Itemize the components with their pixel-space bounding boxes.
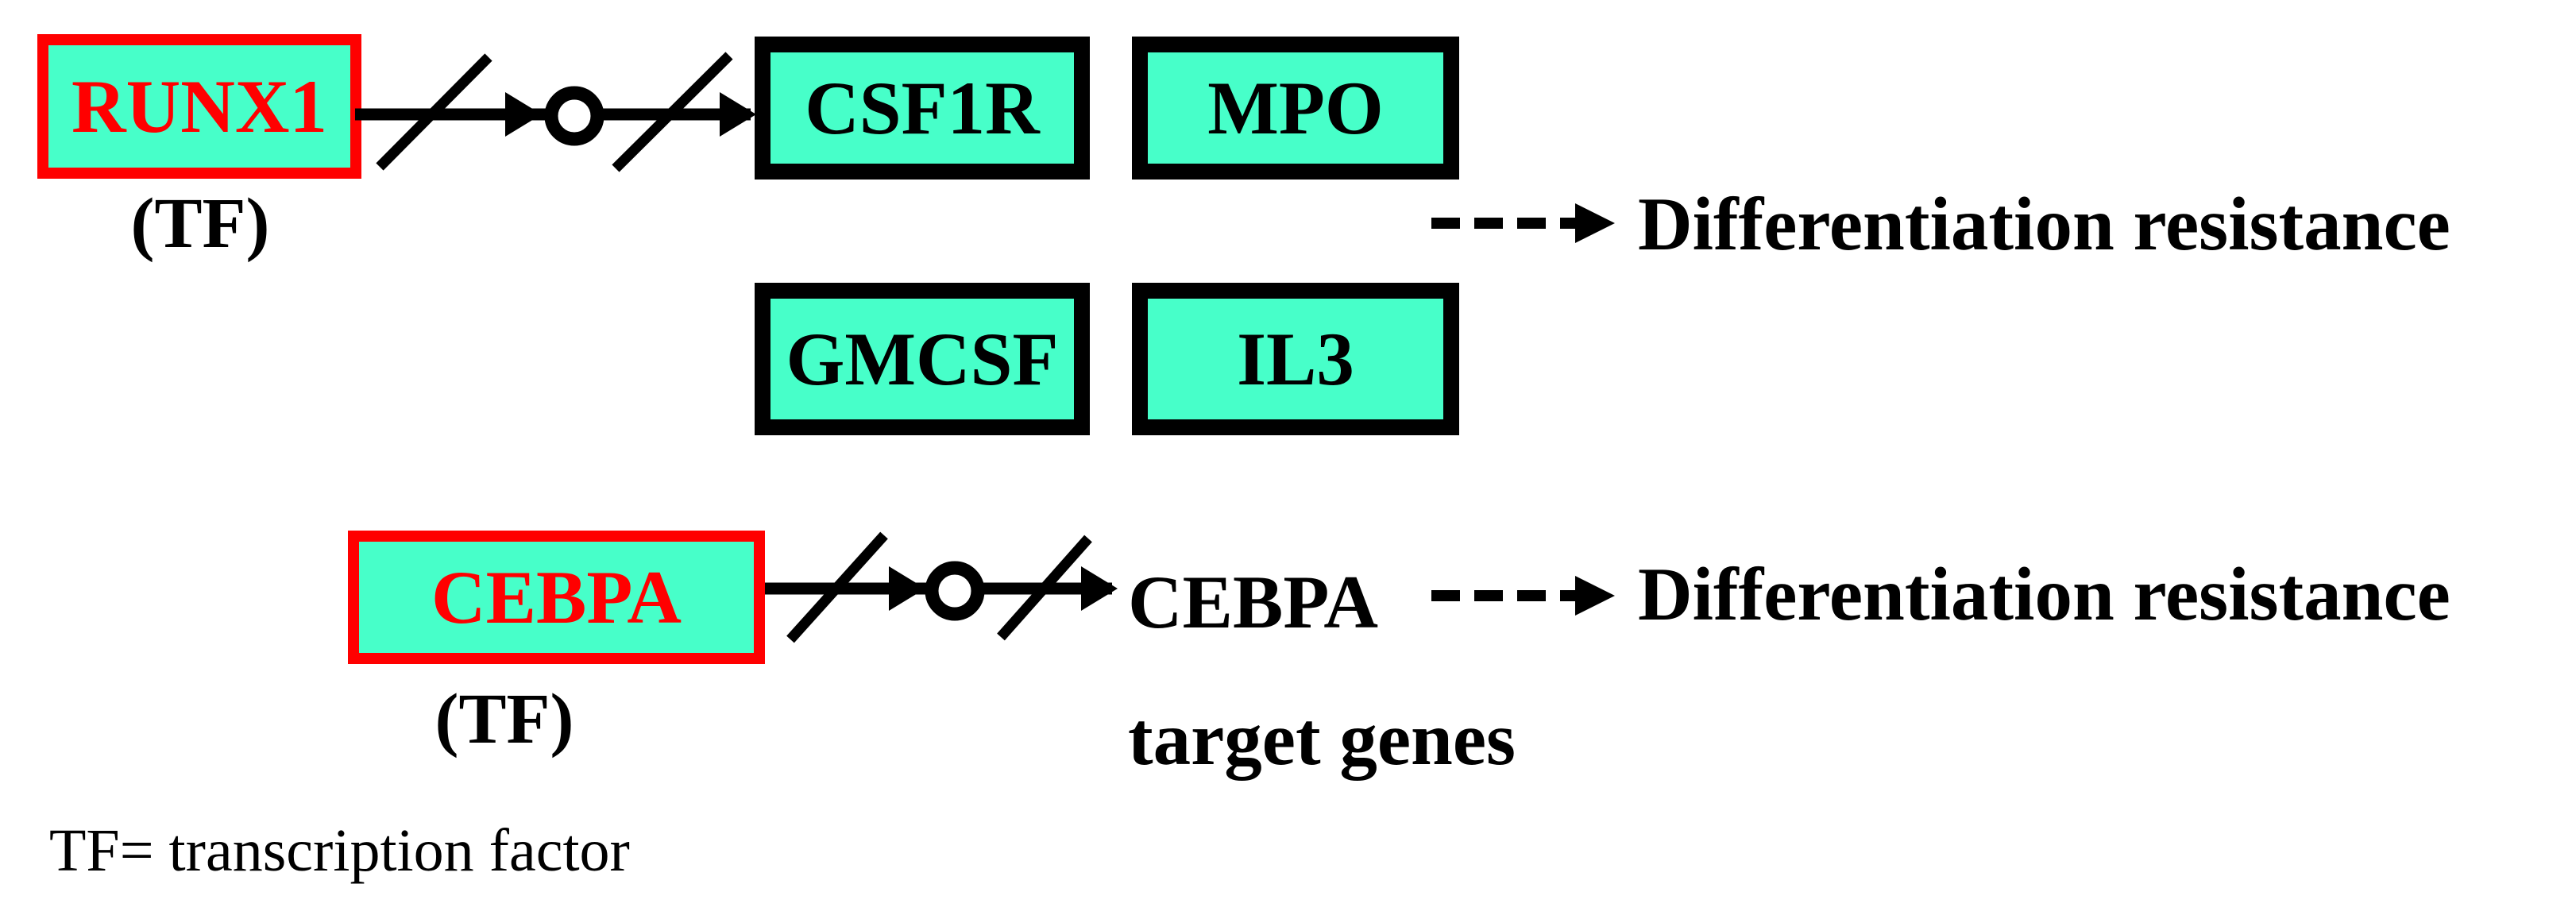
node-csf1r-label: CSF1R [805,66,1040,150]
legend-text: TF= transcription factor [49,817,630,884]
node-runx1-label: RUNX1 [71,64,327,149]
node-csf1r: CSF1R [755,37,1090,180]
node-gmcsf-label: GMCSF [786,317,1059,401]
blocked-arrow-icon-runx1 [355,52,756,172]
node-cebpa: CEBPA [348,531,765,664]
node-cebpa-label: CEBPA [431,555,682,639]
node-mpo-label: MPO [1207,66,1384,150]
blocked-arrow-icon-cebpa [765,531,1118,643]
outcome-text-bottom: Differentiation resistance [1638,552,2450,636]
node-mpo: MPO [1132,37,1459,180]
node-il3: IL3 [1132,283,1459,435]
node-il3-label: IL3 [1237,317,1354,401]
cebpa-target-genes-line1: CEBPA [1128,560,1378,644]
node-gmcsf: GMCSF [755,283,1090,435]
cebpa-target-genes-line2: target genes [1128,697,1516,781]
cebpa-tf-sublabel: (TF) [434,680,574,759]
node-runx1: RUNX1 [37,34,361,179]
outcome-text-top: Differentiation resistance [1638,182,2450,266]
dashed-arrow-icon-top [1431,203,1615,243]
runx1-tf-sublabel: (TF) [130,184,270,263]
cebpa-target-genes-label: CEBPA target genes [1128,534,1516,807]
dashed-arrow-icon-bottom [1431,576,1615,616]
